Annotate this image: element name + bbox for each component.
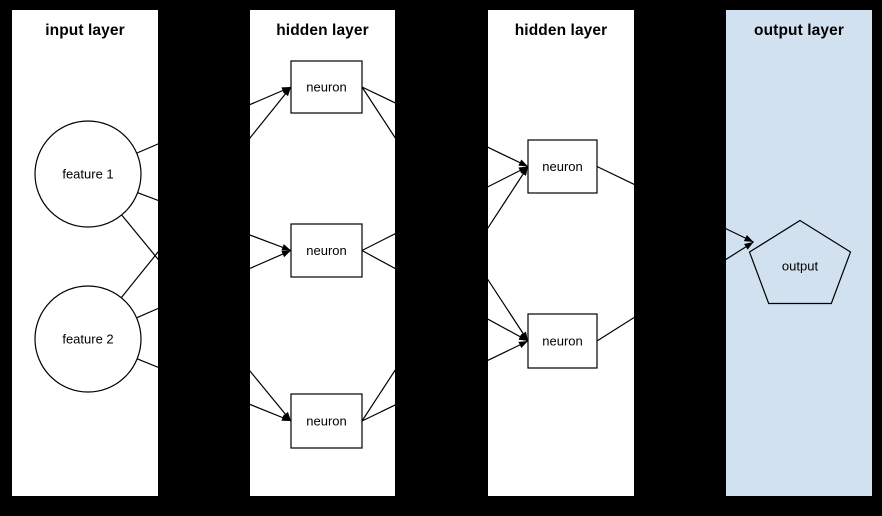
connection-line (488, 146, 529, 168)
node-shape-feature-1[interactable] (34, 120, 142, 228)
connection-line (136, 307, 158, 319)
node-label-hidden1-neuron-2: neuron (306, 243, 346, 258)
node-label-feature-1: feature 1 (62, 167, 113, 182)
node-shape-hidden2-neuron-2[interactable] (527, 313, 598, 369)
input-layer-title: input layer (45, 22, 125, 39)
connection-line (488, 165, 529, 188)
connection-line (250, 403, 292, 422)
hidden-layer-2-title: hidden layer (514, 22, 608, 39)
connection-line (361, 369, 395, 422)
node-label-feature-2: feature 2 (62, 332, 113, 347)
connection-line (136, 143, 158, 154)
connection-line (361, 86, 395, 104)
node-label-hidden1-neuron-1: neuron (306, 80, 346, 95)
connection-line (250, 86, 292, 106)
connection-line (250, 249, 292, 270)
node-label-hidden1-neuron-3: neuron (306, 414, 346, 429)
hidden-layer-1-title: hidden layer (276, 22, 369, 39)
node-shape-hidden1-neuron-3[interactable] (290, 393, 363, 449)
arrowhead-icon (518, 341, 528, 348)
connection-line (488, 318, 529, 342)
hidden-layer-2-graphics: neuron neuron (488, 139, 634, 369)
arrowhead-icon (281, 414, 291, 421)
connection-line (250, 86, 292, 139)
connection-line (250, 234, 292, 252)
connection-line (488, 340, 529, 361)
arrowhead-icon (281, 244, 291, 251)
arrowhead-icon (282, 87, 291, 97)
arrowhead-icon (744, 242, 754, 250)
connection-line (136, 358, 158, 368)
node-label-output-node: output (782, 259, 819, 274)
layer-panel-output[interactable]: output output layer (726, 10, 872, 496)
node-shape-hidden1-neuron-2[interactable] (290, 223, 363, 278)
node-shape-output-node[interactable] (748, 219, 852, 305)
arrowhead-icon (743, 235, 754, 242)
connection-line (488, 278, 529, 342)
output-layer-title: output layer (754, 22, 844, 39)
arrowhead-icon (520, 166, 528, 176)
connection-line (361, 249, 395, 270)
connection-line (488, 166, 529, 229)
connection-line (361, 86, 395, 139)
node-shape-feature-2[interactable] (34, 285, 142, 393)
node-shape-hidden1-neuron-1[interactable] (290, 60, 363, 114)
connection-line (596, 316, 634, 342)
connection-line (726, 241, 754, 261)
connection-line (361, 404, 395, 422)
hidden-layer-1-graphics: neuron neuron neuron (250, 60, 395, 449)
connection-line (137, 192, 158, 202)
node-shape-hidden2-neuron-1[interactable] (527, 139, 598, 194)
arrowhead-icon (282, 411, 291, 421)
connection-line (361, 233, 395, 252)
arrowhead-icon (518, 333, 528, 341)
node-label-hidden2-neuron-1: neuron (542, 159, 582, 174)
output-layer-graphics: output (726, 219, 852, 305)
connection-line (120, 251, 158, 299)
arrowhead-icon (520, 331, 528, 341)
node-label-hidden2-neuron-2: neuron (542, 334, 582, 349)
connection-line (726, 228, 754, 243)
input-layer-graphics: feature 1 feature 2 (34, 120, 158, 393)
arrowhead-icon (518, 159, 528, 167)
connection-line (596, 165, 634, 186)
layer-panel-hidden-2[interactable]: neuron neuron hidden layer (488, 10, 634, 496)
layer-panel-hidden-1[interactable]: neuron neuron neuron hidden layer (250, 10, 395, 496)
arrowhead-icon (281, 250, 291, 258)
connection-line (121, 214, 158, 261)
connection-line (250, 370, 292, 422)
layer-panel-input[interactable]: feature 1 feature 2 input layer (12, 10, 158, 496)
